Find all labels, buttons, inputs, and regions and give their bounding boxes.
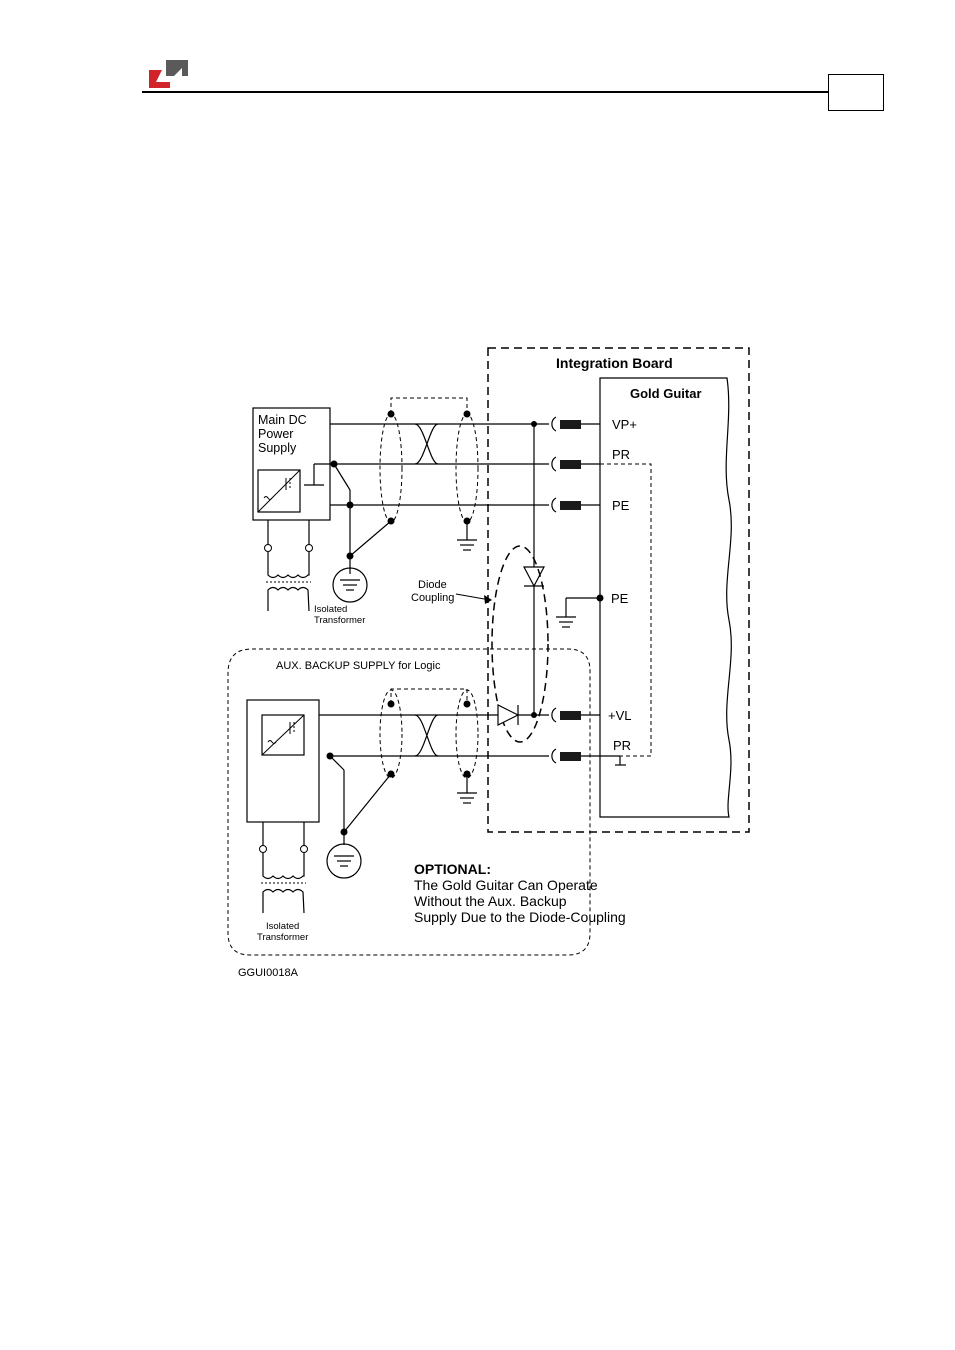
- diode-coupling-label-1: Diode: [418, 579, 447, 591]
- transformer-label-2: Transformer: [314, 615, 365, 626]
- terminal-pr-bottom-label: PR: [613, 738, 631, 753]
- connector-pe-top: [552, 498, 600, 512]
- connector-vp: [552, 417, 600, 431]
- terminal-pe-top-label: PE: [612, 498, 630, 513]
- aux-supply-title: AUX. BACKUP SUPPLY for Logic: [276, 660, 441, 672]
- terminal-pr-top-label: PR: [612, 447, 630, 462]
- shielded-cable-main: [350, 398, 478, 556]
- main-supply-label-2: Power: [258, 427, 293, 441]
- figure-code: GGUI0018A: [238, 967, 299, 979]
- aux-supply-box: [247, 700, 319, 822]
- connector-vl: [552, 708, 600, 722]
- earth-ground-icon: [333, 556, 367, 602]
- optional-title: OPTIONAL:: [414, 861, 491, 877]
- integration-board-title: Integration Board: [556, 355, 673, 371]
- shielded-cable-aux: [344, 689, 478, 832]
- optional-line-2: Without the Aux. Backup: [414, 893, 567, 909]
- terminal-vl-label: +VL: [608, 708, 632, 723]
- earth-ground-icon-aux: [327, 832, 361, 878]
- main-supply-label-3: Supply: [258, 441, 297, 455]
- transformer-icon-aux: [260, 822, 308, 913]
- connector-pr-top: [552, 457, 600, 471]
- transformer-icon-main: [265, 520, 313, 611]
- diode-horizontal-icon: [498, 705, 549, 725]
- gold-guitar-title: Gold Guitar: [630, 386, 702, 401]
- main-supply-label-1: Main DC: [258, 413, 307, 427]
- transformer-label-1: Isolated: [314, 604, 347, 615]
- diode-coupling-label-2: Coupling: [411, 592, 454, 604]
- terminal-vp-label: VP+: [612, 417, 637, 432]
- optional-line-3: Supply Due to the Diode-Coupling: [414, 909, 626, 925]
- optional-line-1: The Gold Guitar Can Operate: [414, 877, 598, 893]
- ac-dc-converter-icon: [258, 470, 300, 512]
- terminal-pe-middle-label: PE: [611, 591, 629, 606]
- aux-transformer-label-1: Isolated: [266, 921, 299, 932]
- aux-transformer-label-2: Transformer: [257, 932, 308, 943]
- aux-converter-icon: [262, 715, 304, 755]
